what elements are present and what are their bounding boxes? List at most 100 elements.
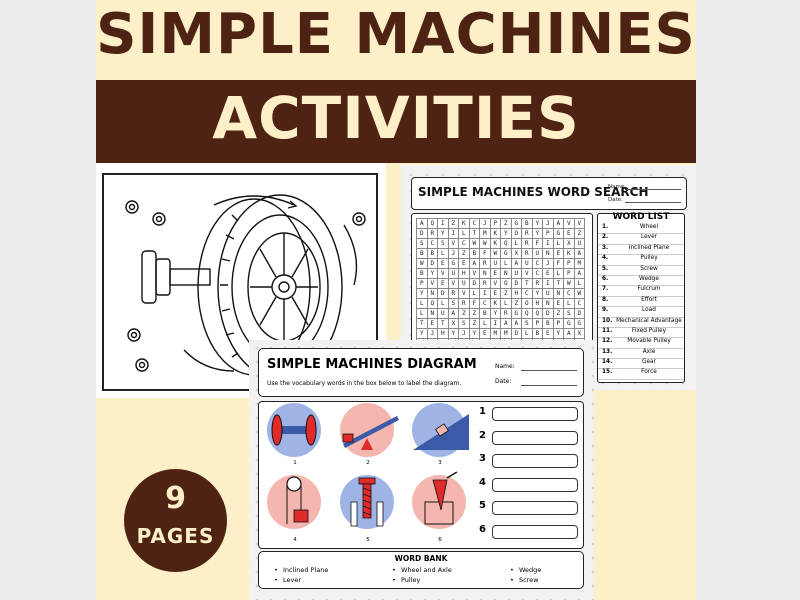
grid-letter: D (542, 308, 554, 319)
diagram-body: 1 2 3 4 5 6 1 2 3 4 5 6 (258, 401, 584, 549)
grid-letter: V (458, 288, 470, 299)
grid-letter: E (489, 288, 501, 299)
word-list-item: 3.Inclined Plane (598, 244, 684, 256)
grid-letter: E (552, 298, 564, 309)
diagram-instructions: Use the vocabulary words in the box belo… (267, 380, 462, 387)
grid-letter: J (542, 218, 554, 229)
machine-illustrations (267, 403, 469, 529)
answer-number: 2 (479, 429, 486, 441)
image-label-2: 2 (366, 460, 370, 466)
grid-letter: N (542, 248, 554, 259)
grid-letter: I (542, 238, 554, 249)
grid-letter: T (521, 278, 533, 289)
grid-letter: C (531, 268, 543, 279)
grid-letter: N (542, 298, 554, 309)
grid-letter: L (552, 268, 564, 279)
grid-letter: U (437, 308, 449, 319)
grid-letter: Y (468, 328, 480, 339)
grid-letter: L (563, 298, 575, 309)
grid-letter: J (447, 248, 459, 259)
grid-letter: B (426, 248, 438, 259)
banner-title-line1: SIMPLE MACHINES (96, 2, 696, 67)
grid-letter: E (479, 328, 491, 339)
grid-letter: K (563, 248, 575, 259)
grid-letter: I (447, 228, 459, 239)
grid-letter: L (437, 298, 449, 309)
grid-letter: A (447, 308, 459, 319)
word-text: Inclined Plane (628, 244, 670, 251)
answer-box (492, 407, 578, 421)
grid-letter: O (521, 298, 533, 309)
grid-letter: A (468, 258, 480, 269)
word-list-title: WORD LIST (612, 212, 670, 222)
grid-letter: N (552, 288, 564, 299)
word-text: Force (641, 369, 657, 376)
grid-letter: P (563, 258, 575, 269)
word-text: Axle (642, 348, 656, 355)
grid-letter: L (437, 248, 449, 259)
grid-letter: A (500, 318, 512, 329)
word-number: 11. (602, 327, 613, 334)
grid-letter: Q (426, 298, 438, 309)
word-number: 4. (602, 255, 609, 262)
date-label: Date: (608, 197, 623, 203)
word-list-item: 8.Effort (598, 296, 684, 308)
word-text: Fulcrum (637, 286, 661, 293)
grid-letter: L (521, 328, 533, 339)
grid-letter: L (479, 318, 491, 329)
grid-letter: U (573, 238, 585, 249)
page-count-number: 9 (165, 481, 186, 516)
grid-letter: E (542, 328, 554, 339)
name-label: Name: (495, 363, 515, 370)
word-number: 14. (602, 359, 613, 366)
grid-letter: L (458, 228, 470, 239)
grid-letter: L (416, 308, 428, 319)
word-text: Fixed Pulley (631, 327, 667, 334)
grid-letter: L (510, 238, 522, 249)
word-search-page-preview: SIMPLE MACHINES WORD SEARCH Name: Date: … (401, 165, 696, 390)
grid-letter: D (573, 308, 585, 319)
grid-letter: W (416, 258, 428, 269)
grid-letter: N (426, 308, 438, 319)
word-list-item: 10.Mechanical Advantage (598, 318, 684, 328)
grid-letter: A (563, 328, 575, 339)
image-label-3: 3 (438, 460, 442, 466)
grid-letter: F (468, 298, 480, 309)
grid-letter: A (573, 248, 585, 259)
grid-letter: Z (500, 218, 512, 229)
grid-letter: Y (531, 288, 543, 299)
grid-letter: H (510, 288, 522, 299)
grid-letter: E (552, 248, 564, 259)
grid-letter: L (573, 278, 585, 289)
grid-letter: R (521, 248, 533, 259)
word-number: 6. (602, 275, 609, 282)
grid-letter: P (542, 228, 554, 239)
bank-item: Inclined Plane (274, 566, 328, 574)
grid-letter: L (468, 288, 480, 299)
grid-letter: V (437, 268, 449, 279)
lever-icon (340, 403, 399, 457)
gear-icon (135, 358, 149, 372)
word-list-item: 12.Movable Pulley (598, 338, 684, 349)
grid-letter: E (563, 228, 575, 239)
grid-letter: Z (458, 308, 470, 319)
grid-letter: N (426, 288, 438, 299)
name-line (625, 189, 681, 190)
grid-letter: S (447, 298, 459, 309)
word-list-item: 13.Axle (598, 348, 684, 360)
grid-letter: U (531, 248, 543, 259)
grid-letter: M (489, 328, 501, 339)
bank-item: Lever (274, 576, 301, 584)
grid-letter: Q (500, 238, 512, 249)
grid-letter: C (521, 288, 533, 299)
grid-letter: C (458, 238, 470, 249)
diagram-page-preview: SIMPLE MACHINES DIAGRAM Use the vocabula… (249, 340, 594, 600)
word-number: 8. (602, 296, 609, 303)
grid-letter: J (479, 218, 491, 229)
grid-letter: D (437, 288, 449, 299)
grid-letter: P (531, 318, 543, 329)
grid-letter: V (573, 218, 585, 229)
grid-letter: C (531, 258, 543, 269)
grid-letter: D (510, 328, 522, 339)
